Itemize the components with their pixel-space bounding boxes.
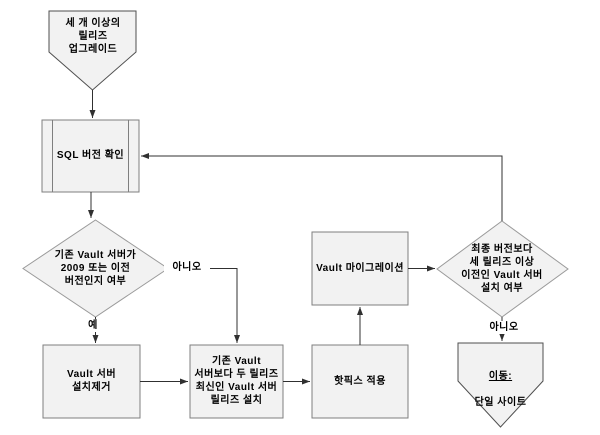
install-two-releases-shape xyxy=(189,344,284,419)
edge-label-no-left: 아니오 xyxy=(164,261,210,274)
offpage-start-label: 세 개 이상의 릴리즈 업그레이드 xyxy=(65,18,121,55)
predefined-process-sql-label: SQL 버전 확인 xyxy=(56,150,125,161)
offpage-goto-shape xyxy=(457,342,544,428)
offpage-goto-label: 이동: 단일 사이트 xyxy=(458,357,543,409)
edge-label-no-right: 아니오 xyxy=(481,321,527,334)
apply-hotfix-label: 핫픽스 적용 xyxy=(334,376,386,387)
vault-migration-label: Vault 마이그레이션 xyxy=(316,263,404,274)
uninstall-vault-label: Vault 서버 설치제거 xyxy=(66,369,117,393)
uninstall-vault-shape xyxy=(42,344,141,419)
edge-label-yes: 예 xyxy=(79,319,107,332)
offpage-start-shape xyxy=(48,10,137,91)
offpage-goto-title: 이동: xyxy=(488,371,513,382)
apply-hotfix-shape xyxy=(311,344,409,419)
connector-decision-loop-to-sql xyxy=(141,153,503,221)
connector-decision-no-to-install xyxy=(168,268,240,343)
install-two-releases-label: 기존 Vault 서버보다 두 릴리즈 최신인 Vault 서버 릴리즈 설치 xyxy=(194,356,279,406)
vault-migration-shape xyxy=(311,231,409,306)
predefined-process-sql-shape xyxy=(41,119,140,193)
offpage-goto-subtitle: 단일 사이트 xyxy=(474,397,527,408)
decision-three-releases-label: 최종 버전보다 세 릴리즈 이상 이전인 Vault 서버 설치 여부 xyxy=(461,244,543,294)
decision-vault-2009-label: 기존 Vault 서버가 2009 또는 이전 버전인지 여부 xyxy=(54,250,137,287)
